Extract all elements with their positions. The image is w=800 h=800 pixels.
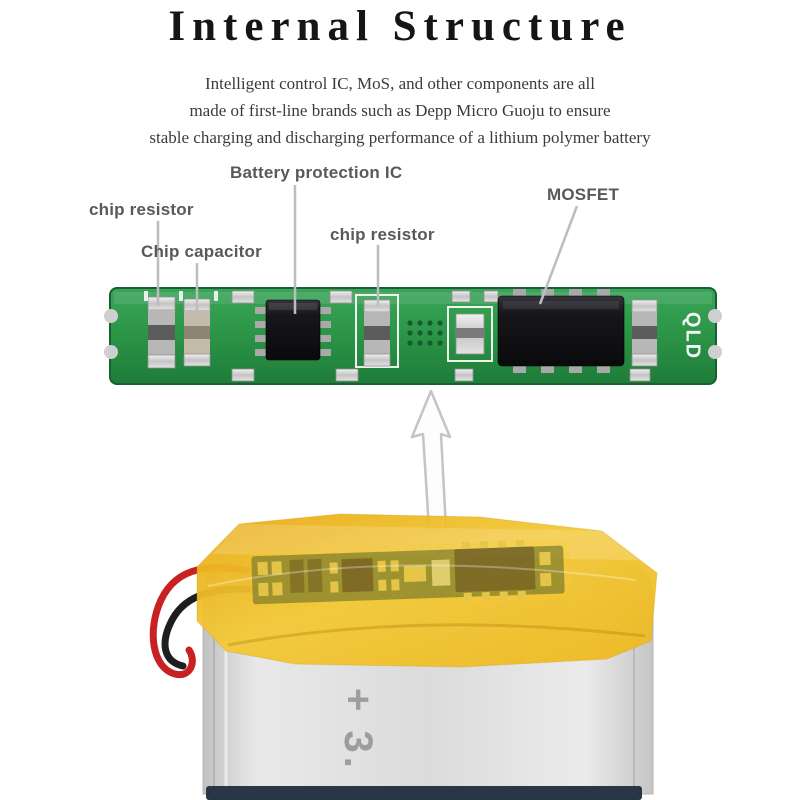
chip-resistor-mid-component — [355, 294, 399, 368]
mini-pcb — [251, 539, 565, 605]
description: Intelligent control IC, MoS, and other c… — [0, 70, 800, 151]
via-dots — [407, 320, 443, 346]
tape-crease — [227, 623, 646, 647]
main-pcb: QLD — [104, 287, 722, 385]
up-arrow — [410, 389, 452, 531]
diode-component — [447, 306, 493, 362]
battery: + 3. — [149, 513, 658, 800]
tape-glaze — [249, 539, 571, 611]
battery-bottom-edge — [206, 786, 642, 800]
chip-resistor-left-component — [147, 296, 176, 369]
protection-ic-chip — [255, 299, 331, 361]
callout-chip-capacitor: Chip capacitor — [141, 242, 262, 261]
tape-crease-highlight — [207, 564, 637, 587]
solder-pads — [231, 290, 651, 382]
chip-capacitor-component — [183, 298, 211, 367]
silkscreen-marks — [144, 291, 218, 301]
callout-chip-resistor-left: chip resistor — [89, 200, 194, 219]
pcb-brand-text: QLD — [682, 312, 704, 360]
leader-lines — [156, 185, 579, 314]
leader-mosfet — [538, 205, 579, 305]
callout-battery-protection-ic: Battery protection IC — [230, 163, 403, 182]
mosfet-chip — [497, 289, 625, 373]
page-title: Internal Structure — [168, 3, 632, 50]
callout-chip-resistor-mid: chip resistor — [330, 225, 435, 244]
callout-mosfet: MOSFET — [547, 185, 620, 204]
chip-resistor-right-component — [631, 299, 658, 367]
description-line-1: Intelligent control IC, MoS, and other c… — [205, 74, 595, 93]
description-line-3: stable charging and discharging performa… — [149, 128, 651, 147]
description-line-2: made of first-line brands such as Depp M… — [189, 101, 611, 120]
battery-marking: + 3. — [336, 688, 380, 772]
